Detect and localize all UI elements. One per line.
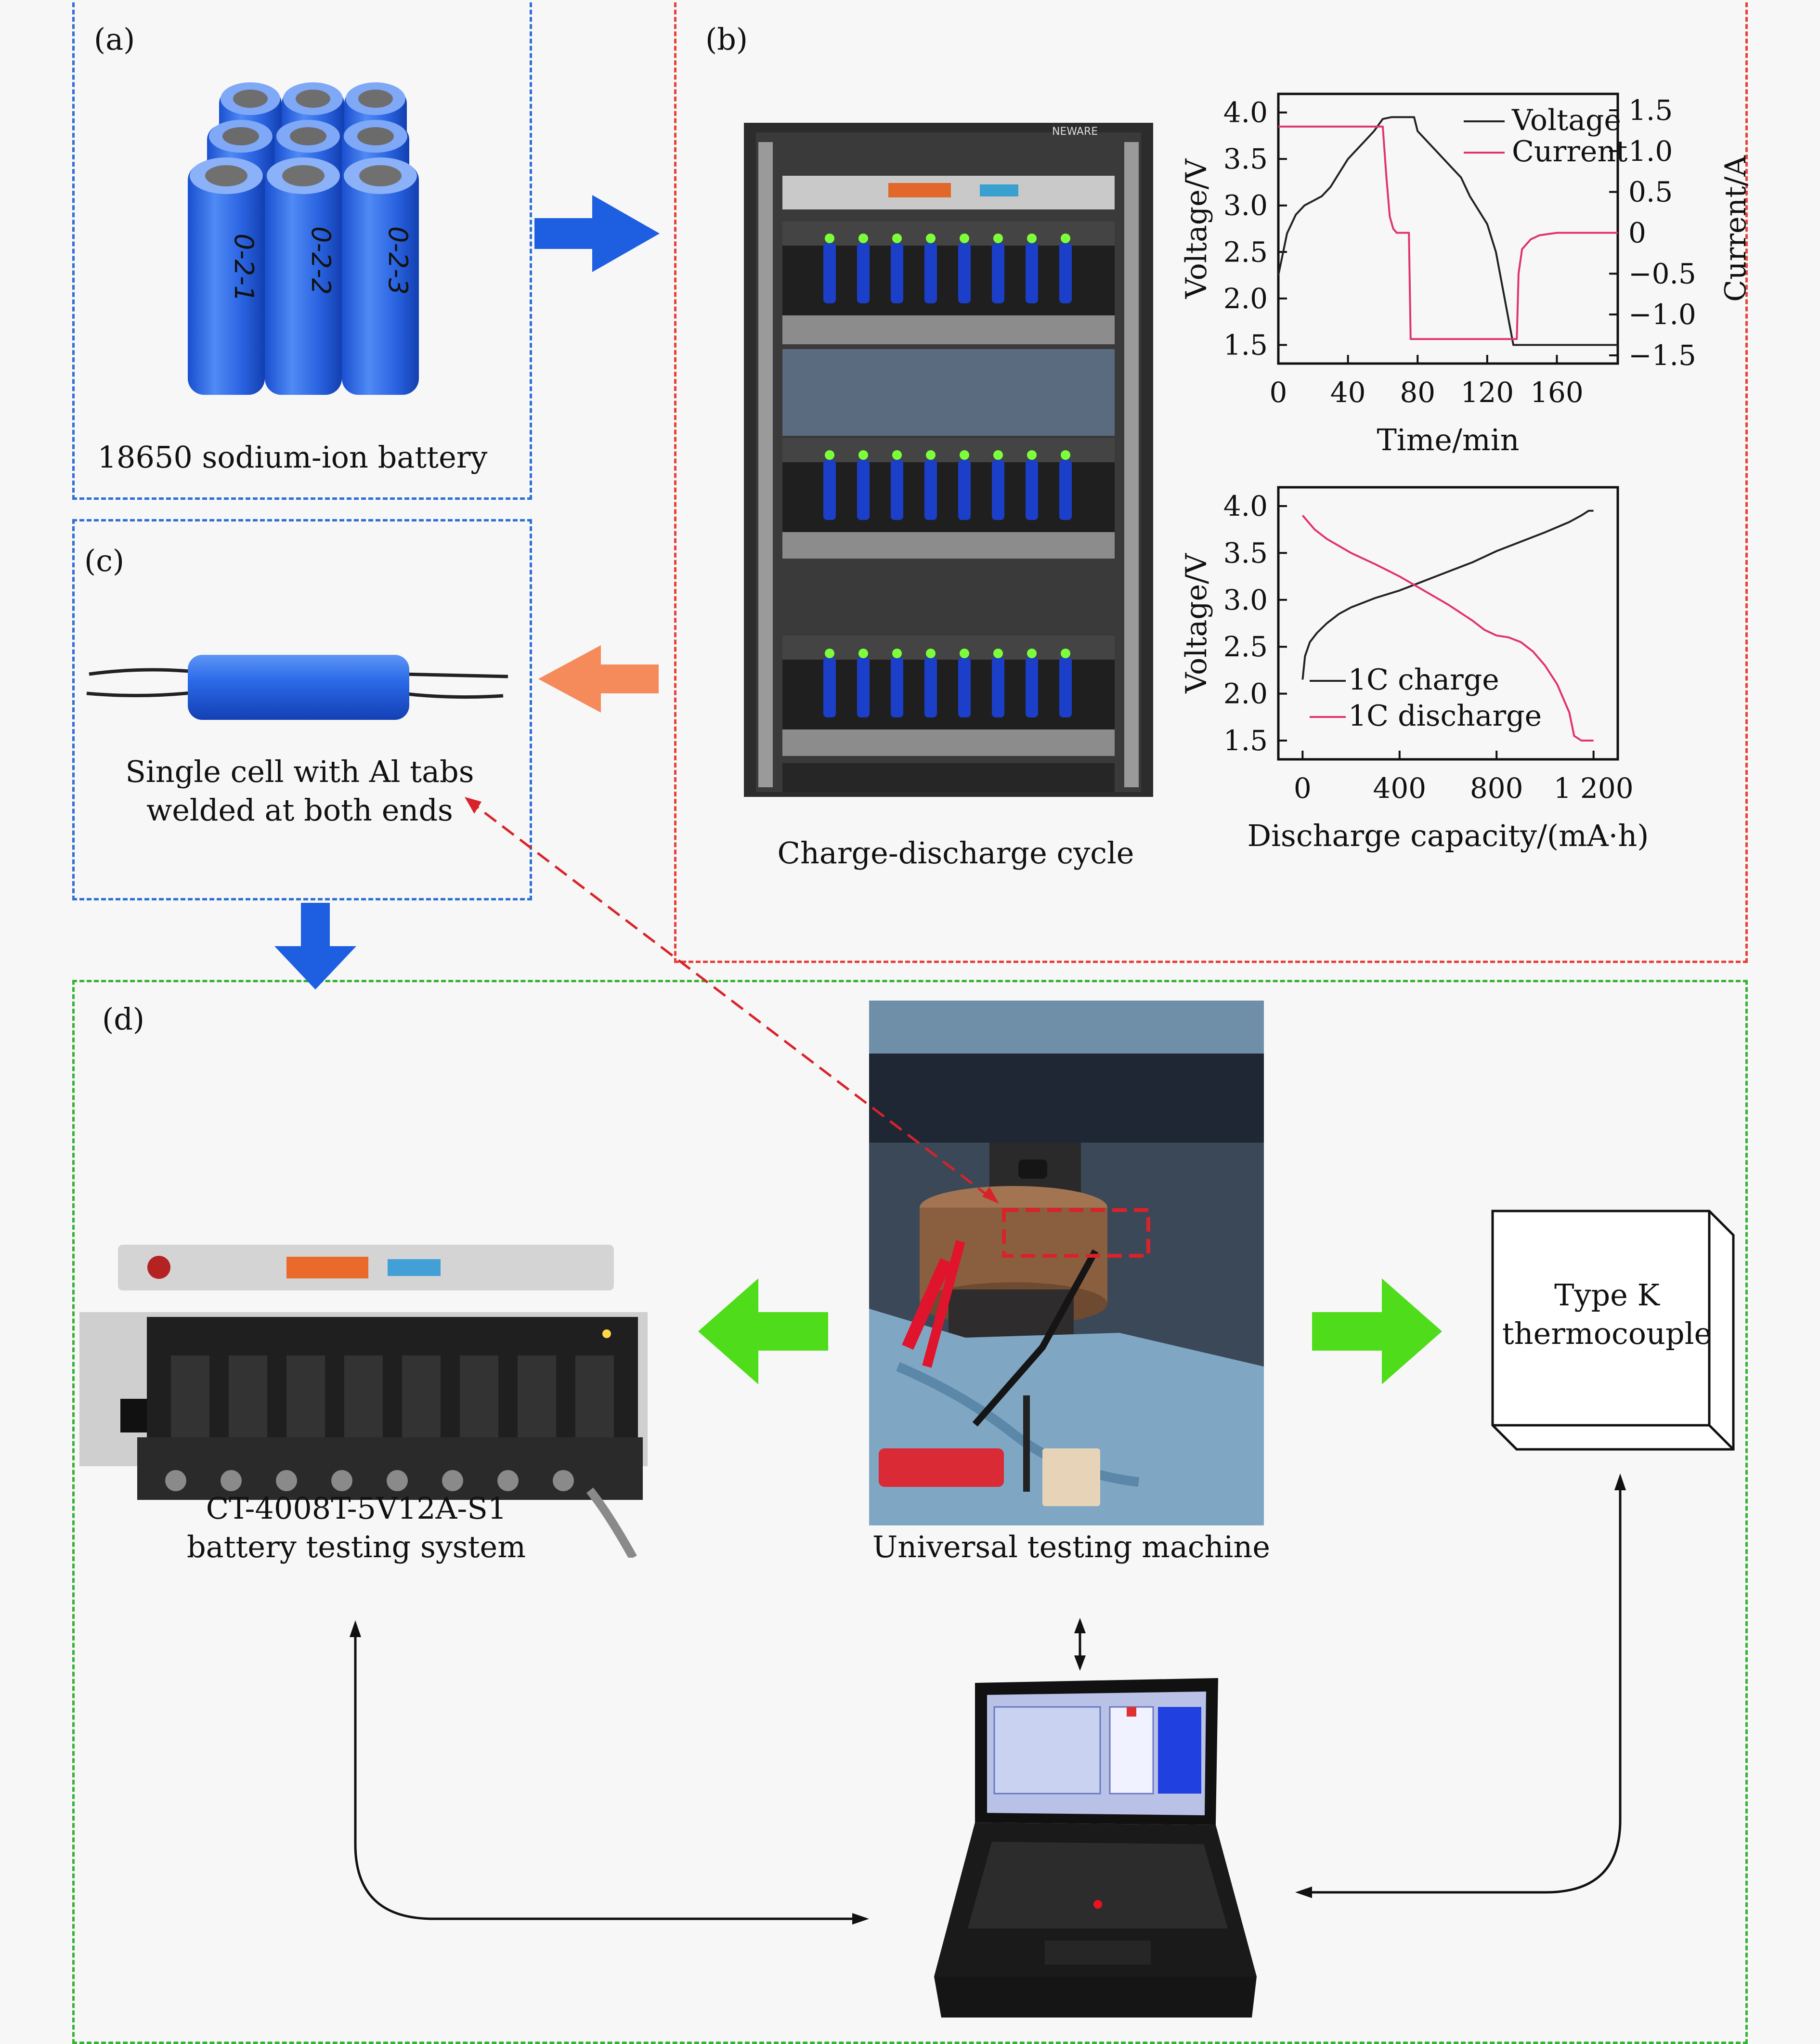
neware-logo: NEWARE xyxy=(1052,126,1098,138)
panel-c-caption: Single cell with Al tabs welded at both … xyxy=(72,753,527,830)
chart-0-xtick-label: 0 xyxy=(1270,376,1287,409)
thermocouple-label-line1: Type K xyxy=(1554,1277,1660,1313)
chart-1-ylabel: Voltage/V xyxy=(1180,553,1213,694)
laptop-computer-photo xyxy=(934,1678,1257,2018)
machine-caption: Universal testing machine xyxy=(872,1529,1271,1564)
battery-testing-system-photo xyxy=(79,1245,648,1558)
chart-0-ytick-right-label: −1.0 xyxy=(1628,298,1696,331)
chart-1-xlabel: Discharge capacity/(mA·h) xyxy=(1247,818,1649,853)
chart-1-legend-label-0: 1C charge xyxy=(1348,663,1499,697)
cell-mark-1: 0-2-1 xyxy=(229,234,259,302)
sodium-ion-battery-photo: 0-2-1 0-2-2 0-2-3 xyxy=(188,82,419,395)
chart-0-ytick-label: 2.5 xyxy=(1223,235,1268,268)
universal-testing-machine-photo xyxy=(869,1001,1264,1525)
panel-c-caption-line2: welded at both ends xyxy=(146,793,453,828)
tester-model-label: CT-4008T-5V12A-S1 xyxy=(206,1491,507,1526)
arrow-machine-to-tester-icon xyxy=(698,1278,828,1384)
arrow-b-to-c-icon xyxy=(538,645,659,713)
chart-0-ytick-right-label: −0.5 xyxy=(1628,257,1696,290)
thermocouple-box xyxy=(1491,1210,1735,1451)
chart-0-legend-label-1: Current xyxy=(1512,135,1627,169)
chart-0-ytick-right-label: −1.5 xyxy=(1628,339,1696,372)
chart-0-ytick-right-label: 0.5 xyxy=(1628,176,1673,208)
chart-0-ytick-right-label: 1.0 xyxy=(1628,135,1673,168)
panel-c-caption-line1: Single cell with Al tabs xyxy=(125,754,474,789)
tester-caption: CT-4008T-5V12A-S1 battery testing system xyxy=(164,1489,549,1566)
chart-0-ytick-label: 3.0 xyxy=(1223,189,1268,222)
chart-0-xtick-label: 40 xyxy=(1330,376,1366,409)
chart-0-xtick-label: 80 xyxy=(1400,376,1435,409)
chart-0-ytick-label: 4.0 xyxy=(1223,96,1268,129)
chart-1-ytick-label: 2.5 xyxy=(1223,630,1268,663)
chart-1-series-1-line xyxy=(1301,515,1594,742)
chart-1-xtick-label: 800 xyxy=(1470,772,1523,805)
chart-0-frame xyxy=(1277,92,1619,365)
chart-0-ytick-label: 3.5 xyxy=(1223,143,1268,175)
chart-1-series-0-line xyxy=(1301,509,1594,680)
chart-0-ylabel-right: Current/A xyxy=(1719,155,1753,301)
thermocouple-caption: Type K thermocouple xyxy=(1493,1276,1721,1353)
chart-0-ytick-right-label: 1.5 xyxy=(1628,94,1673,127)
arrow-a-to-b-icon xyxy=(534,195,660,272)
chart-1-ytick-label: 2.0 xyxy=(1223,677,1268,710)
chart-1-ytick-label: 3.5 xyxy=(1223,536,1268,569)
single-cell-with-tabs-photo xyxy=(86,655,508,720)
chart-0-ytick-label: 2.0 xyxy=(1223,282,1268,315)
chart-0-xtick-label: 160 xyxy=(1530,376,1584,409)
arrowhead-right-laptop xyxy=(852,1913,869,1925)
chart-1-ytick-label: 4.0 xyxy=(1223,490,1268,522)
chart-0-series-0-line xyxy=(1277,116,1618,346)
panel-c-label: (c) xyxy=(84,543,125,578)
chart-0-series-1-line xyxy=(1278,125,1618,340)
chart-1-ytick-label: 1.5 xyxy=(1223,724,1268,757)
panel-b-caption: Charge-discharge cycle xyxy=(777,835,1134,871)
panel-c-frame xyxy=(72,519,532,900)
panel-d-label: (d) xyxy=(102,1002,145,1037)
chart-0-legend-label-0: Voltage xyxy=(1511,104,1621,137)
chart-0-xlabel: Time/min xyxy=(1377,422,1519,457)
panel-a-caption: 18650 sodium-ion battery xyxy=(97,440,488,475)
battery-cycler-cabinet-photo: NEWARE xyxy=(744,123,1153,797)
chart-1-xtick-label: 1 200 xyxy=(1554,772,1634,805)
chart-1-ytick-label: 3.0 xyxy=(1223,584,1268,616)
chart-1-xtick-label: 0 xyxy=(1294,772,1312,805)
arrowhead-up-tester xyxy=(350,1620,361,1637)
chart-1-xtick-label: 400 xyxy=(1373,772,1426,805)
chart-1-legend-label-1: 1C discharge xyxy=(1348,699,1542,733)
arrow-machine-to-thermocouple-icon xyxy=(1312,1278,1442,1384)
chart-1-frame xyxy=(1277,486,1619,761)
tester-description-label: battery testing system xyxy=(186,1529,526,1564)
panel-a-frame xyxy=(72,0,532,500)
cell-mark-3: 0-2-3 xyxy=(383,226,413,295)
cell-mark-2: 0-2-2 xyxy=(306,226,336,295)
chart-0-xtick-label: 120 xyxy=(1460,376,1514,409)
panel-a-label: (a) xyxy=(94,22,135,57)
chart-0-ytick-right-label: 0 xyxy=(1628,216,1646,249)
thermocouple-label-line2: thermocouple xyxy=(1502,1316,1712,1351)
panel-b-frame xyxy=(674,0,1748,963)
chart-0-ytick-label: 1.5 xyxy=(1223,328,1268,361)
chart-0-ylabel: Voltage/V xyxy=(1180,158,1213,299)
panel-b-label: (b) xyxy=(705,22,748,57)
arrow-c-to-d-icon xyxy=(274,903,356,989)
